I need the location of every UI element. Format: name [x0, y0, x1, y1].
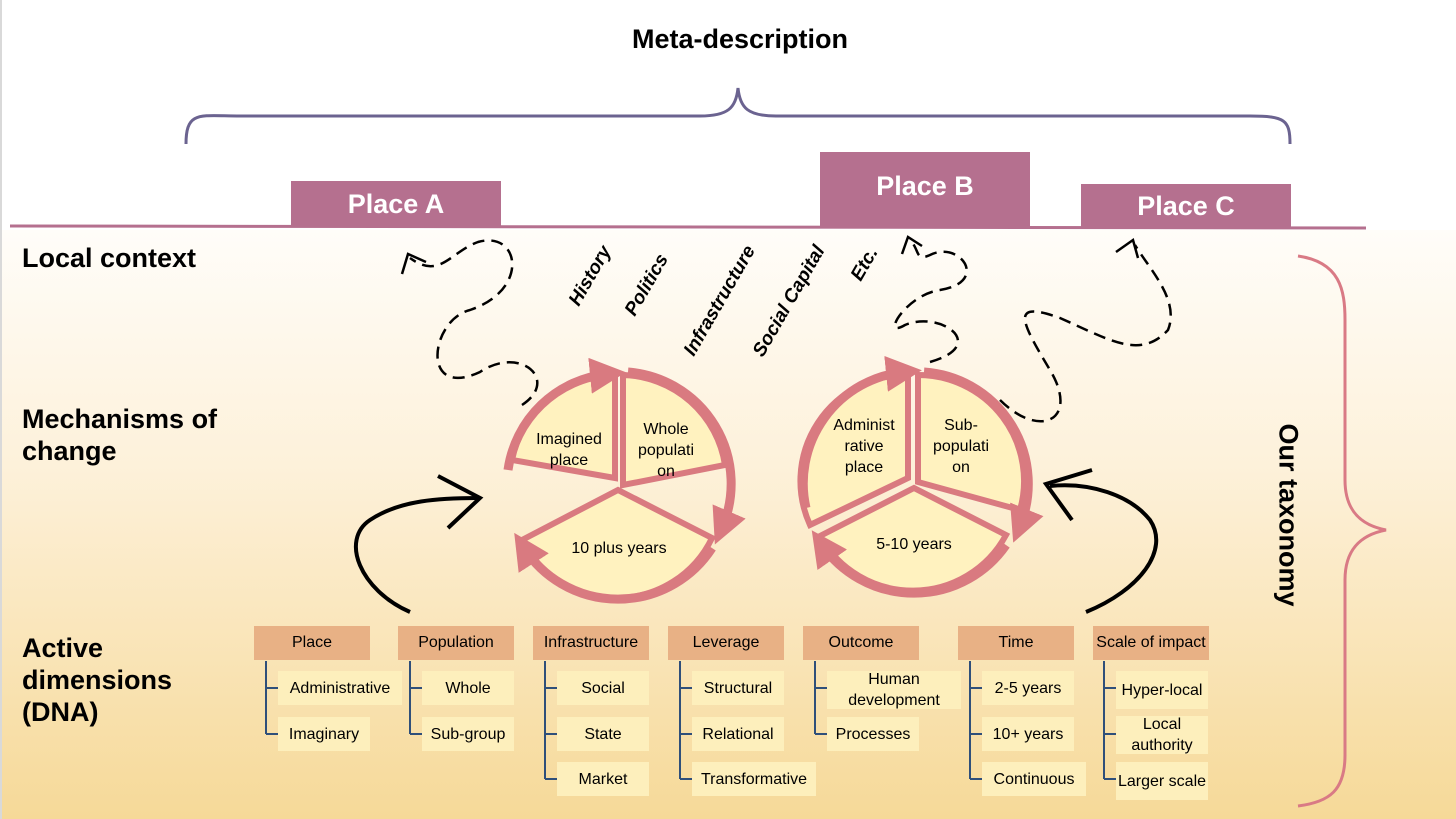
dashed-head-place-c [1115, 237, 1140, 259]
cycle-1-arrow-2 [627, 367, 746, 545]
meta-description-title: Meta-description [631, 24, 849, 54]
cycle-2-arrow-1 [798, 355, 922, 509]
row-label-active-dimensions: Active dimensions (DNA) [22, 633, 173, 727]
dimension-item-larger-scale: Larger scale [1116, 762, 1208, 800]
cycle-2-label-administrative: Administ rative place [833, 417, 895, 476]
cycle-2-label-sub: Sub-populati on [932, 417, 990, 476]
dimension-item-market: Market [557, 762, 649, 796]
dashed-head-place-a [400, 252, 427, 275]
place-c-label: Place C [1137, 190, 1235, 221]
dimension-item-continuous: Continuous [982, 762, 1086, 796]
cycle-2-arrow-2 [923, 367, 1044, 543]
dimension-item-10-plus-years: 10+ years [982, 717, 1074, 751]
cycle-2 [797, 355, 1044, 598]
dimension-header-leverage: Leverage [668, 626, 784, 660]
cycle-1 [503, 357, 746, 604]
dashed-path-place-c [999, 244, 1172, 423]
place-b-label: Place B [876, 170, 974, 201]
dimension-item-whole: Whole [422, 671, 514, 705]
cycle-1-label-imagined: Imagined place [536, 431, 602, 469]
dashed-path-place-a [409, 239, 539, 407]
solid-arrow-right-head [1042, 468, 1093, 522]
dimension-item-processes: Processes [827, 717, 919, 751]
dimension-item-relational: Relational [692, 717, 784, 751]
dimension-item-state: State [557, 717, 649, 751]
dimension-item-local-authority: Local authority [1116, 716, 1208, 754]
dimension-header-time: Time [958, 626, 1074, 660]
dimension-item-human-development: Human development [827, 671, 961, 709]
dimension-tree-lines [265, 661, 1116, 780]
dimension-header-population: Population [398, 626, 514, 660]
dimension-header-place: Place [254, 626, 370, 660]
dimension-item-2-5-years: 2-5 years [982, 671, 1074, 705]
dimension-item-hyper-local: Hyper-local [1116, 671, 1208, 709]
dashed-head-place-b [900, 235, 923, 255]
solid-arrow-left-head [437, 474, 484, 530]
slide-edge [0, 0, 2, 819]
our-taxonomy-label: Our taxonomy [1273, 423, 1304, 607]
dimension-header-scale: Scale of impact [1093, 626, 1209, 660]
dimension-item-social: Social [557, 671, 649, 705]
dimension-item-imaginary: Imaginary [278, 717, 370, 751]
cycle-1-arrow-1 [503, 357, 626, 471]
cycle-1-label-years: 10 plus years [571, 540, 667, 557]
row-label-local-context: Local context [22, 243, 197, 273]
dimension-item-structural: Structural [692, 671, 784, 705]
row-label-mechanisms: Mechanisms of change [22, 404, 218, 466]
right-brace [1297, 254, 1387, 808]
cycle-1-arrow-3 [514, 532, 716, 604]
place-a-label: Place A [347, 188, 445, 219]
cycle-1-label-whole: Whole populati on [637, 421, 695, 480]
dimension-item-sub-group: Sub-group [422, 717, 514, 751]
place-b-box: Place B [820, 152, 1030, 228]
place-c-box: Place C [1081, 184, 1291, 228]
dashed-path-place-b [893, 239, 968, 364]
dimension-header-outcome: Outcome [803, 626, 919, 660]
dimension-item-administrative: Administrative [278, 671, 402, 705]
cycle-2-label-years: 5-10 years [876, 536, 952, 553]
cycle-2-arrow-3 [811, 530, 1010, 598]
top-brace [184, 87, 1292, 145]
dimension-header-infrastructure: Infrastructure [533, 626, 649, 660]
dimension-item-transformative: Transformative [692, 762, 816, 796]
solid-arrow-right [1049, 483, 1159, 614]
place-a-box: Place A [291, 181, 501, 227]
solid-arrow-left [353, 496, 479, 614]
